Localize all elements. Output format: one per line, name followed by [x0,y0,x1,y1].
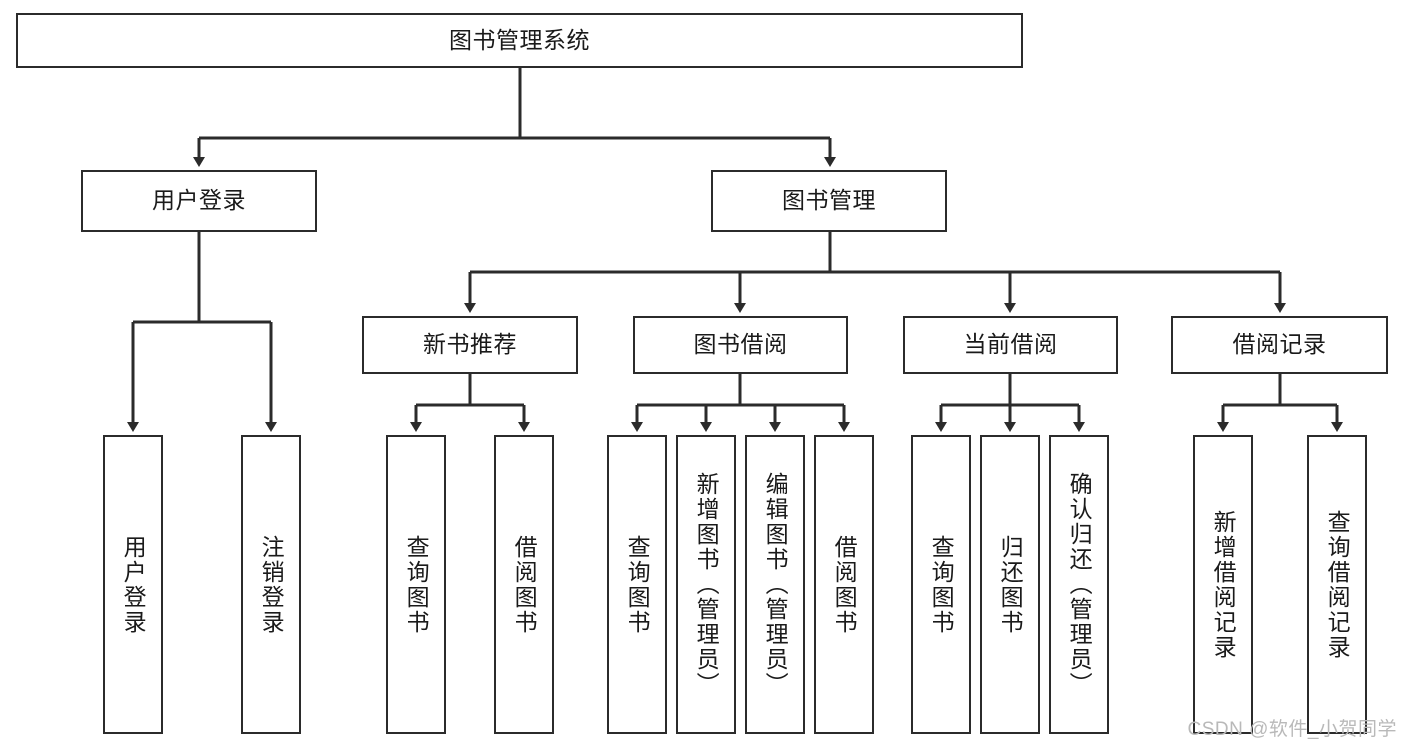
node-current-borrow-label: 当前借阅 [963,331,1058,358]
node-leaf-borrow-book-2[interactable]: 借阅图书 [814,435,874,734]
node-leaf-edit-book[interactable]: 编辑图书（管理员） [745,435,805,734]
watermark-text: CSDN @软件_小贺同学 [1187,719,1397,740]
node-leaf-query-record-label: 查询借阅记录 [1324,509,1351,660]
node-leaf-user-logout-label: 注销登录 [258,534,285,635]
node-leaf-query-book-3[interactable]: 查询图书 [911,435,971,734]
node-new-book-recommend[interactable]: 新书推荐 [362,316,578,374]
node-leaf-borrow-book-1[interactable]: 借阅图书 [494,435,554,734]
node-leaf-borrow-book-1-label: 借阅图书 [511,534,538,635]
node-book-borrow-label: 图书借阅 [693,331,788,358]
node-user-login-label: 用户登录 [152,187,246,214]
node-user-login[interactable]: 用户登录 [81,170,317,232]
node-book-management[interactable]: 图书管理 [711,170,947,232]
node-leaf-user-login-label: 用户登录 [120,534,147,635]
node-leaf-query-book-3-label: 查询图书 [928,534,955,635]
node-leaf-borrow-book-2-label: 借阅图书 [831,534,858,635]
node-leaf-confirm-return[interactable]: 确认归还（管理员） [1049,435,1109,734]
node-leaf-confirm-return-label: 确认归还（管理员） [1066,472,1093,697]
node-leaf-return-book-label: 归还图书 [997,534,1024,635]
node-current-borrow[interactable]: 当前借阅 [903,316,1118,374]
node-book-management-label: 图书管理 [782,187,876,214]
node-borrow-record[interactable]: 借阅记录 [1171,316,1388,374]
node-book-borrow[interactable]: 图书借阅 [633,316,848,374]
node-leaf-add-book[interactable]: 新增图书（管理员） [676,435,736,734]
node-borrow-record-label: 借阅记录 [1232,331,1327,358]
node-leaf-user-logout[interactable]: 注销登录 [241,435,301,734]
node-leaf-query-record[interactable]: 查询借阅记录 [1307,435,1367,734]
node-leaf-add-book-label: 新增图书（管理员） [693,472,720,697]
node-leaf-query-book-1-label: 查询图书 [403,534,430,635]
node-leaf-return-book[interactable]: 归还图书 [980,435,1040,734]
node-root-system[interactable]: 图书管理系统 [16,13,1023,68]
node-leaf-user-login[interactable]: 用户登录 [103,435,163,734]
node-leaf-query-book-2[interactable]: 查询图书 [607,435,667,734]
node-root-label: 图书管理系统 [449,26,590,53]
node-leaf-add-record[interactable]: 新增借阅记录 [1193,435,1253,734]
node-leaf-edit-book-label: 编辑图书（管理员） [762,472,789,697]
node-new-book-recommend-label: 新书推荐 [423,331,517,358]
node-leaf-add-record-label: 新增借阅记录 [1210,509,1237,660]
node-leaf-query-book-2-label: 查询图书 [624,534,651,635]
node-leaf-query-book-1[interactable]: 查询图书 [386,435,446,734]
